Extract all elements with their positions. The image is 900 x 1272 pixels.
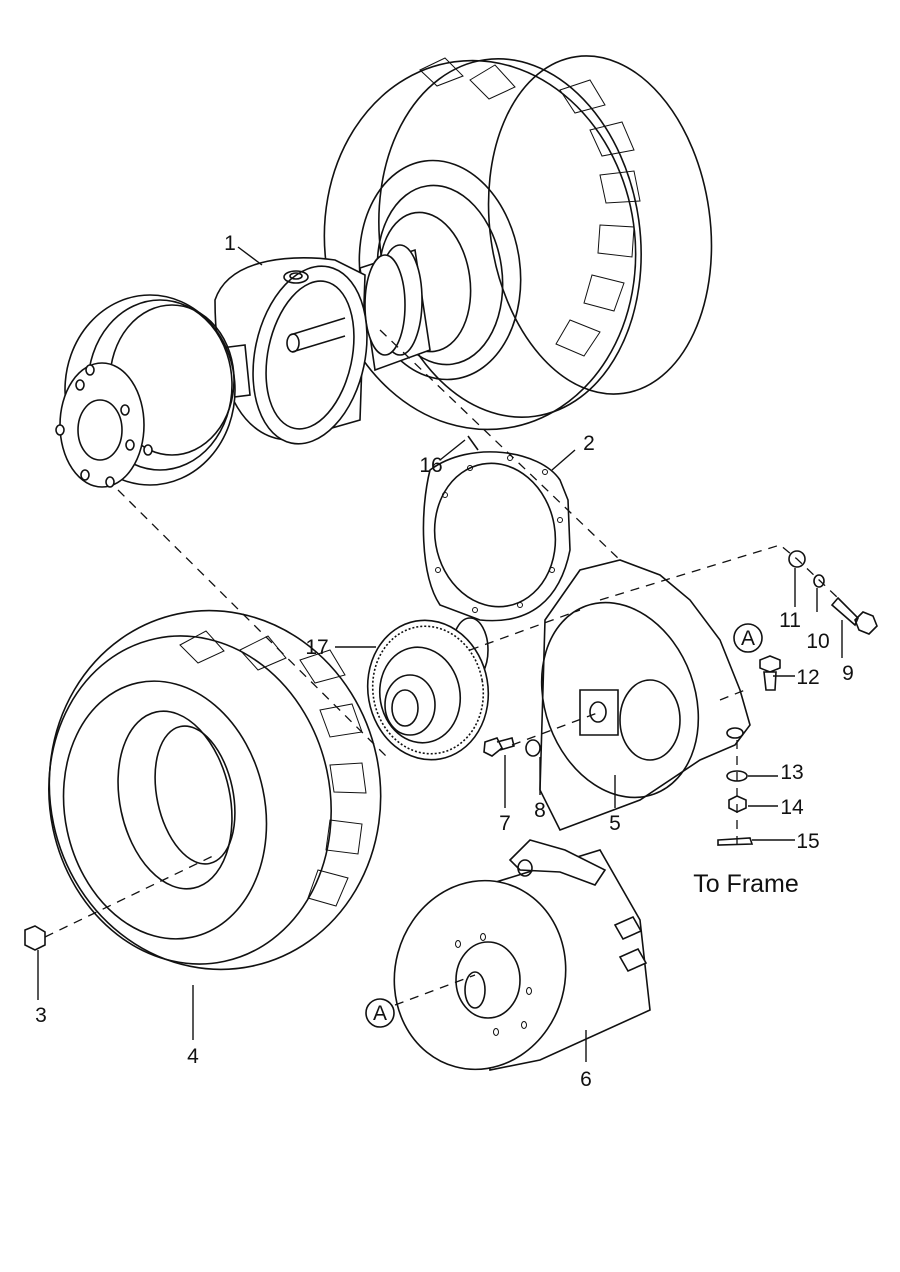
callout-4: 4 (187, 1045, 199, 1068)
callout-5: 5 (609, 812, 621, 835)
svg-text:A: A (373, 1002, 387, 1025)
callout-6: 6 (580, 1068, 592, 1091)
callout-3: 3 (35, 1004, 47, 1027)
callout-labels: 1 2 3 4 5 6 7 8 9 10 11 12 13 14 15 16 1… (35, 232, 854, 1091)
washer-8 (525, 739, 541, 757)
svg-text:A: A (741, 627, 755, 650)
gasket (422, 451, 571, 622)
assembly-lines (44, 329, 839, 1006)
callout-15: 15 (796, 830, 819, 853)
callout-17: 17 (305, 636, 328, 659)
to-frame-annotation: To Frame (693, 870, 799, 898)
drive-motor (393, 839, 651, 1071)
callout-13: 13 (780, 761, 803, 784)
hardware (24, 550, 878, 951)
axle-housing (55, 244, 431, 488)
callout-2: 2 (583, 432, 595, 455)
lock-washer-10 (813, 574, 825, 588)
upper-wheel-tire (323, 55, 713, 431)
drain-plug (483, 737, 515, 757)
callout-8: 8 (534, 799, 546, 822)
bolt-12 (759, 655, 781, 691)
gearbox-housing (539, 559, 751, 832)
gear (366, 617, 490, 761)
reference-marker-a-lower: A (365, 998, 395, 1028)
callout-7: 7 (499, 812, 511, 835)
callout-9: 9 (842, 662, 854, 685)
lug-nut (24, 925, 46, 951)
callout-16: 16 (419, 454, 442, 477)
bolt-9 (830, 596, 878, 635)
reference-marker-a-upper: A (733, 623, 763, 653)
leader-lines (37, 246, 843, 1062)
callout-14: 14 (780, 796, 804, 819)
cotter-pin-15 (717, 837, 754, 846)
callout-1: 1 (224, 232, 236, 255)
dowel-pin (467, 435, 479, 451)
callout-11: 11 (779, 609, 801, 632)
callout-10: 10 (806, 630, 829, 653)
callout-12: 12 (796, 666, 819, 689)
lower-wheel-tire (48, 609, 382, 971)
